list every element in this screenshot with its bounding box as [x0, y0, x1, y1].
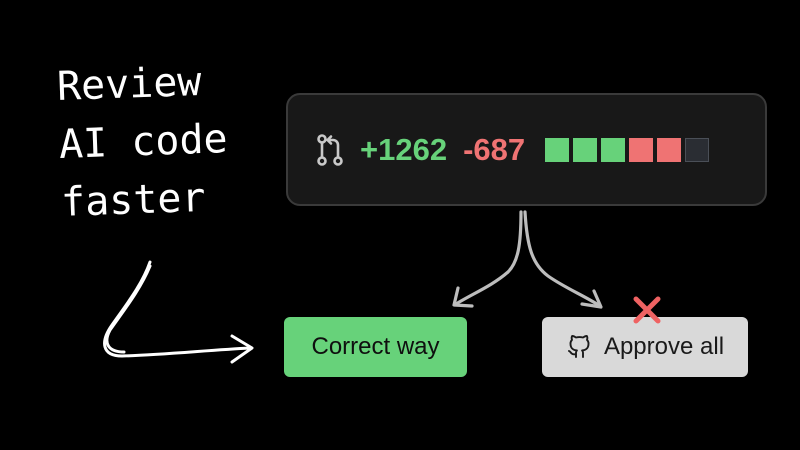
diff-square-delete — [629, 137, 654, 162]
x-icon — [633, 296, 661, 324]
curved-arrow-icon — [103, 260, 254, 364]
diff-squares — [545, 137, 710, 162]
approve-all-label: Approve all — [603, 333, 725, 360]
headline-line-2: AI code — [58, 116, 229, 168]
diff-stats-card: +1262 -687 — [286, 93, 767, 206]
headline-line-1: Review — [56, 58, 203, 110]
split-arrow-icon — [452, 210, 603, 309]
approve-all-button[interactable]: Approve all — [542, 317, 748, 377]
diff-square-add — [601, 137, 626, 162]
correct-way-button[interactable]: Correct way — [284, 317, 467, 377]
pull-request-icon — [312, 132, 348, 168]
correct-way-label: Correct way — [311, 333, 440, 360]
diff-square-delete — [657, 137, 682, 162]
deletions-count: -687 — [463, 131, 526, 167]
github-icon — [566, 334, 592, 360]
additions-count: +1262 — [360, 131, 448, 167]
diff-square-add — [545, 137, 570, 162]
headline: Review AI code faster — [56, 52, 231, 232]
diff-square-add — [573, 137, 598, 162]
headline-line-3: faster — [60, 174, 207, 226]
diff-square-neutral — [685, 137, 710, 162]
